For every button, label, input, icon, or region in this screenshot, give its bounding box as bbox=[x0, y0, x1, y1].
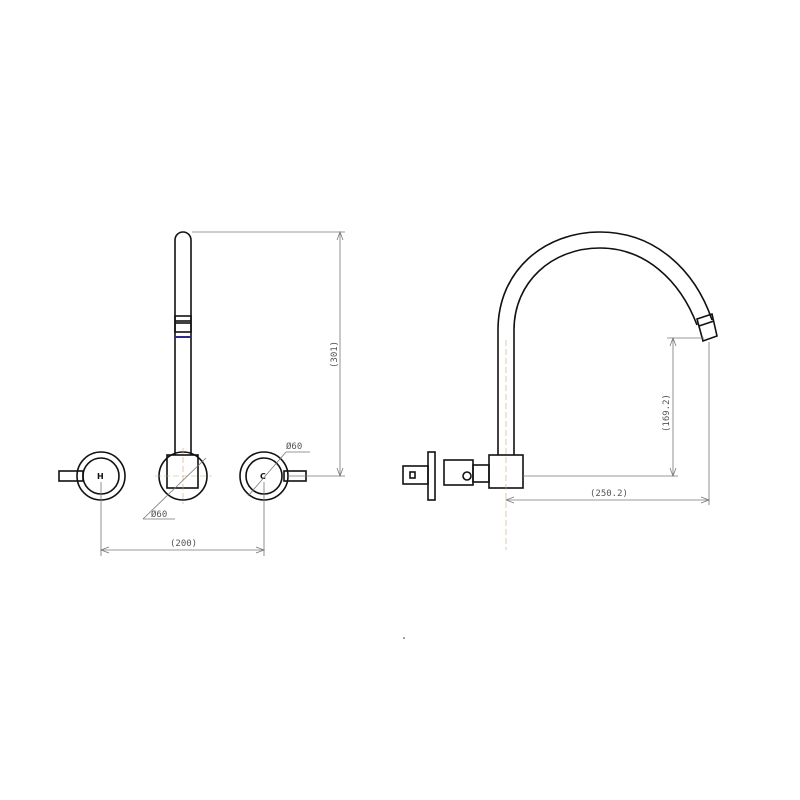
cartridge bbox=[402, 465, 429, 485]
front-view: H C (301) Ø60 Ø60 (200) bbox=[58, 230, 345, 556]
dim-projection: (250.2) bbox=[590, 489, 628, 499]
hot-label: H bbox=[97, 472, 104, 481]
grub-screw bbox=[462, 471, 472, 481]
dim-diameter-body: Ø60 bbox=[151, 509, 167, 520]
neck bbox=[472, 464, 490, 483]
body-block bbox=[166, 454, 199, 489]
aerator-band bbox=[174, 322, 192, 333]
wall-flange bbox=[427, 451, 436, 501]
side-view: (169.2) (250.2) bbox=[402, 231, 718, 550]
nozzle bbox=[696, 312, 718, 343]
dim-diameter-handle: Ø60 bbox=[286, 441, 302, 452]
cold-label: C bbox=[260, 472, 266, 481]
dim-outlet-height: (169.2) bbox=[662, 394, 672, 432]
dim-spacing: (200) bbox=[170, 539, 197, 549]
valve-body bbox=[443, 459, 474, 486]
hot-handle[interactable]: H bbox=[58, 451, 126, 501]
spout-inner bbox=[513, 247, 698, 455]
spout-front bbox=[174, 231, 192, 455]
dim-height: (301) bbox=[330, 341, 340, 368]
spout-outer bbox=[497, 231, 713, 455]
stray-dot bbox=[403, 637, 405, 639]
aerator-band bbox=[174, 315, 192, 322]
